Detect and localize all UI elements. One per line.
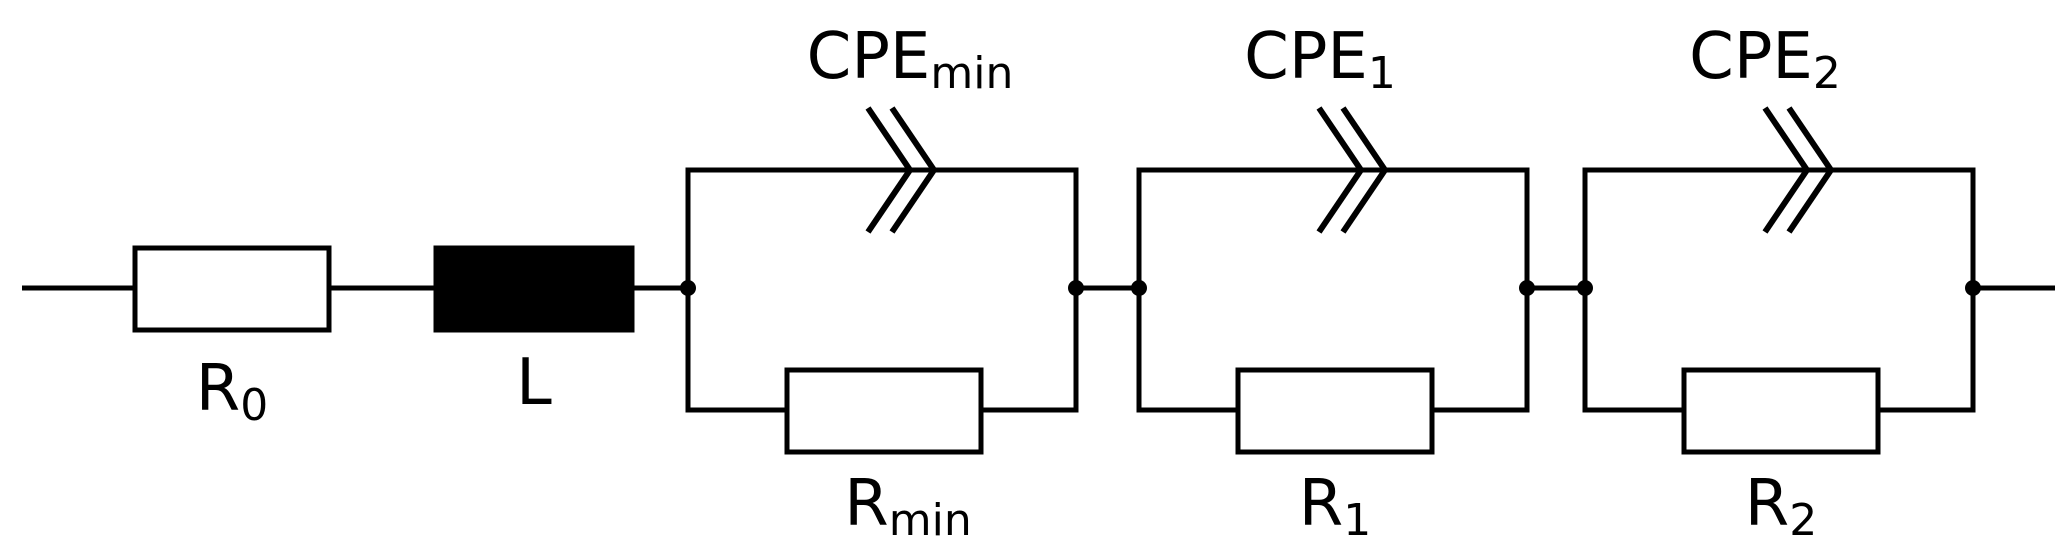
label-r1: R1	[1299, 467, 1371, 546]
block-2-top-branch	[1582, 167, 1976, 288]
block-min-top-branch	[685, 167, 1079, 288]
parallel-block-min	[685, 106, 1079, 455]
node-dot	[1519, 280, 1535, 296]
node-dot	[680, 280, 696, 296]
label-cpe1: CPE1	[1244, 20, 1396, 99]
label-cpemin: CPEmin	[807, 20, 1014, 99]
label-l: L	[516, 346, 552, 420]
resistor-r1	[1235, 367, 1435, 455]
node-dot	[1577, 280, 1593, 296]
inductor-l	[433, 245, 635, 333]
label-cpe2: CPE2	[1689, 20, 1841, 99]
resistor-r0	[132, 245, 332, 333]
node-dot	[1131, 280, 1147, 296]
label-rmin: Rmin	[844, 467, 971, 546]
block-1-top-branch	[1136, 167, 1530, 288]
label-r0: R0	[196, 352, 268, 431]
resistor-r2	[1681, 367, 1881, 455]
node-dot	[1965, 280, 1981, 296]
parallel-block-1	[1136, 106, 1530, 455]
resistor-rmin	[784, 367, 984, 455]
cpe-min-element	[865, 106, 937, 234]
label-r2: R2	[1745, 467, 1817, 546]
node-dot	[1068, 280, 1084, 296]
parallel-block-2	[1582, 106, 1976, 455]
cpe-1-element	[1316, 106, 1388, 234]
cpe-2-element	[1762, 106, 1834, 234]
